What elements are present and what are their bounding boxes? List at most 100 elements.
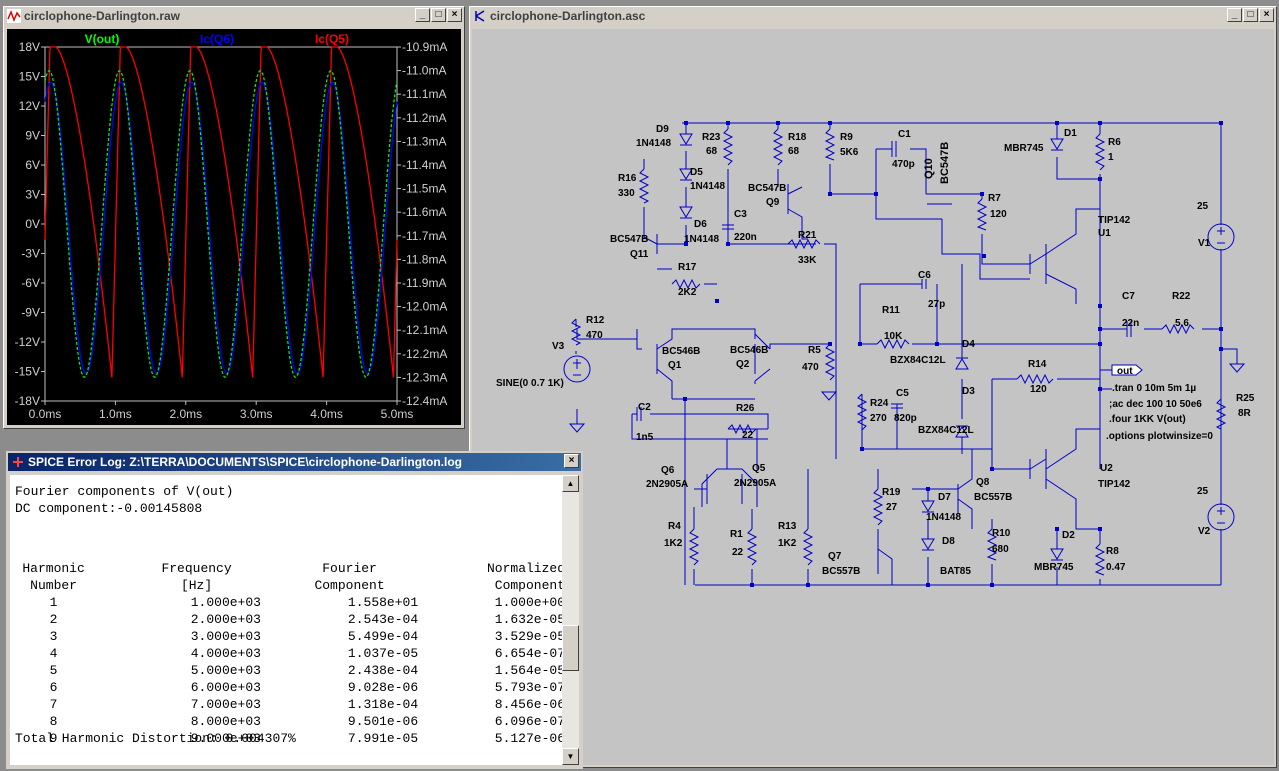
label-R22-value: 5.6: [1175, 318, 1189, 329]
schematic-titlebar[interactable]: circlophone-Darlington.asc _ □ ×: [470, 7, 1276, 25]
label-C6: C6: [918, 270, 931, 281]
legend-ic-q6-[interactable]: Ic(Q6): [200, 32, 234, 46]
minimize-button[interactable]: _: [415, 8, 430, 22]
fourier-value: 7.991e-05: [347, 731, 419, 746]
label-D3: D3: [962, 386, 975, 397]
diode-D4: [955, 357, 969, 370]
right-tick-label: -11.4mA: [402, 158, 446, 172]
label-C1-value: 470p: [892, 159, 915, 170]
log-titlebar[interactable]: SPICE Error Log: Z:\TERRA\DOCUMENTS\SPIC…: [8, 453, 581, 471]
label-R7: R7: [988, 193, 1001, 204]
label-Q1-value: BC546B: [662, 346, 700, 357]
label-R5-value: 470: [802, 362, 819, 373]
waveform-chart[interactable]: 18V15V12V9V6V3V0V-3V-6V-9V-12V-15V-18V-1…: [7, 29, 461, 425]
resistor-R9: [824, 128, 836, 161]
label-C6-value: 27p: [928, 299, 945, 310]
frequency-value: 4.000e+03: [190, 646, 261, 661]
resistor-R14: [1016, 373, 1054, 385]
label-D7-value: 1N4148: [926, 512, 961, 523]
capacitor-C1: [891, 141, 897, 157]
label-Q5: Q5: [752, 463, 766, 474]
transistor-U2: [1029, 449, 1047, 489]
log-content[interactable]: Fourier components of V(out) DC componen…: [10, 475, 565, 765]
header-number: Number: [30, 578, 77, 593]
legend-ic-q5-[interactable]: Ic(Q5): [315, 32, 349, 46]
label-R19-value: 27: [886, 502, 898, 513]
log-app-icon: [13, 457, 23, 467]
left-tick-label: -9V: [21, 306, 40, 320]
harmonic-number: 2: [49, 612, 58, 627]
left-tick-label: -3V: [21, 247, 40, 261]
maximize-button[interactable]: □: [1243, 8, 1258, 22]
table-header-row: Harmonic Frequency Fourier Normalized: [15, 560, 565, 577]
spice-error-log-window[interactable]: SPICE Error Log: Z:\TERRA\DOCUMENTS\SPIC…: [6, 451, 583, 769]
out-net-label-shape: [1100, 364, 1143, 376]
thd-line: Total Harmonic Distortion: 0.004307%: [15, 731, 296, 746]
fourier-value: 1.037e-05: [347, 646, 419, 661]
resistor-R26: [727, 423, 757, 435]
source-V2: [1207, 503, 1235, 531]
schematic-window[interactable]: circlophone-Darlington.asc _ □ ×: [469, 6, 1277, 768]
waveform-app-icon: [7, 9, 21, 23]
waveform-titlebar[interactable]: circlophone-Darlington.raw _ □ ×: [4, 7, 464, 25]
normalized-value: 1.632e-05: [494, 612, 565, 627]
label-U1: U1: [1098, 228, 1111, 239]
schematic-drawing[interactable]: out D9 1N4148 D5 1N4148 D6 1N4148 R23 68…: [472, 29, 1274, 765]
label-R10-value: 680: [992, 544, 1009, 555]
ground-symbol-2: [568, 423, 586, 433]
label-D9-value: 1N4148: [636, 138, 671, 149]
schematic-canvas[interactable]: out D9 1N4148 D5 1N4148 D6 1N4148 R23 68…: [472, 29, 1274, 765]
maximize-button[interactable]: □: [431, 8, 446, 22]
right-tick-label: -12.1mA: [402, 323, 447, 337]
out-net-label[interactable]: out: [1117, 366, 1133, 377]
label-C3-value: 220n: [734, 232, 757, 243]
label-Q6: Q6: [661, 465, 675, 476]
log-heading: Fourier components of V(out) DC componen…: [15, 483, 233, 517]
plot-frame: [44, 46, 398, 402]
diode-D8: [921, 538, 935, 551]
close-button[interactable]: ×: [1259, 8, 1274, 22]
minimize-button[interactable]: _: [1227, 8, 1242, 22]
label-R25: R25: [1236, 393, 1255, 404]
legend-v-out-[interactable]: V(out): [85, 32, 120, 46]
frequency-value: 9.000e+03: [190, 731, 261, 746]
label-Q9-value: BC547B: [748, 183, 786, 194]
resistor-R25: [1215, 398, 1227, 430]
normalized-value: 1.564e-05: [494, 663, 565, 678]
transistor-U1: [1029, 244, 1047, 284]
close-button[interactable]: ×: [564, 454, 579, 468]
diode-D6: [679, 206, 693, 219]
resistor-R12: [570, 318, 582, 346]
header-component: Component: [314, 578, 385, 593]
label-Q10-value: BC547B: [939, 142, 951, 184]
label-D4-value: BZX84C12L: [890, 355, 946, 366]
capacitor-C6: [921, 279, 927, 289]
harmonic-number: 8: [49, 714, 58, 729]
close-button[interactable]: ×: [447, 8, 462, 22]
schematic-components: [563, 128, 1246, 576]
scroll-down-arrow-icon[interactable]: ▼: [562, 748, 579, 765]
log-scrollbar[interactable]: ▲ ▼: [562, 475, 579, 765]
directive-tran: .tran 0 10m 5m 1µ: [1112, 383, 1196, 394]
frequency-value: 1.000e+03: [190, 595, 261, 610]
scroll-thumb[interactable]: [562, 625, 579, 671]
header-component-normalized: Component: [494, 578, 565, 593]
label-D5: D5: [690, 167, 703, 178]
right-tick-label: -12.0mA: [402, 300, 447, 314]
scroll-up-arrow-icon[interactable]: ▲: [562, 475, 579, 492]
series-v-out: [44, 70, 398, 378]
left-tick-label: 0V: [25, 217, 40, 231]
label-V1-value: 25: [1197, 201, 1209, 212]
label-C3: C3: [734, 209, 747, 220]
label-D8: D8: [942, 536, 955, 547]
label-R18: R18: [788, 132, 807, 143]
label-R14: R14: [1028, 359, 1047, 370]
label-Q1: Q1: [668, 360, 682, 371]
resistor-R18: [772, 128, 784, 166]
diode-D9: [679, 133, 693, 146]
